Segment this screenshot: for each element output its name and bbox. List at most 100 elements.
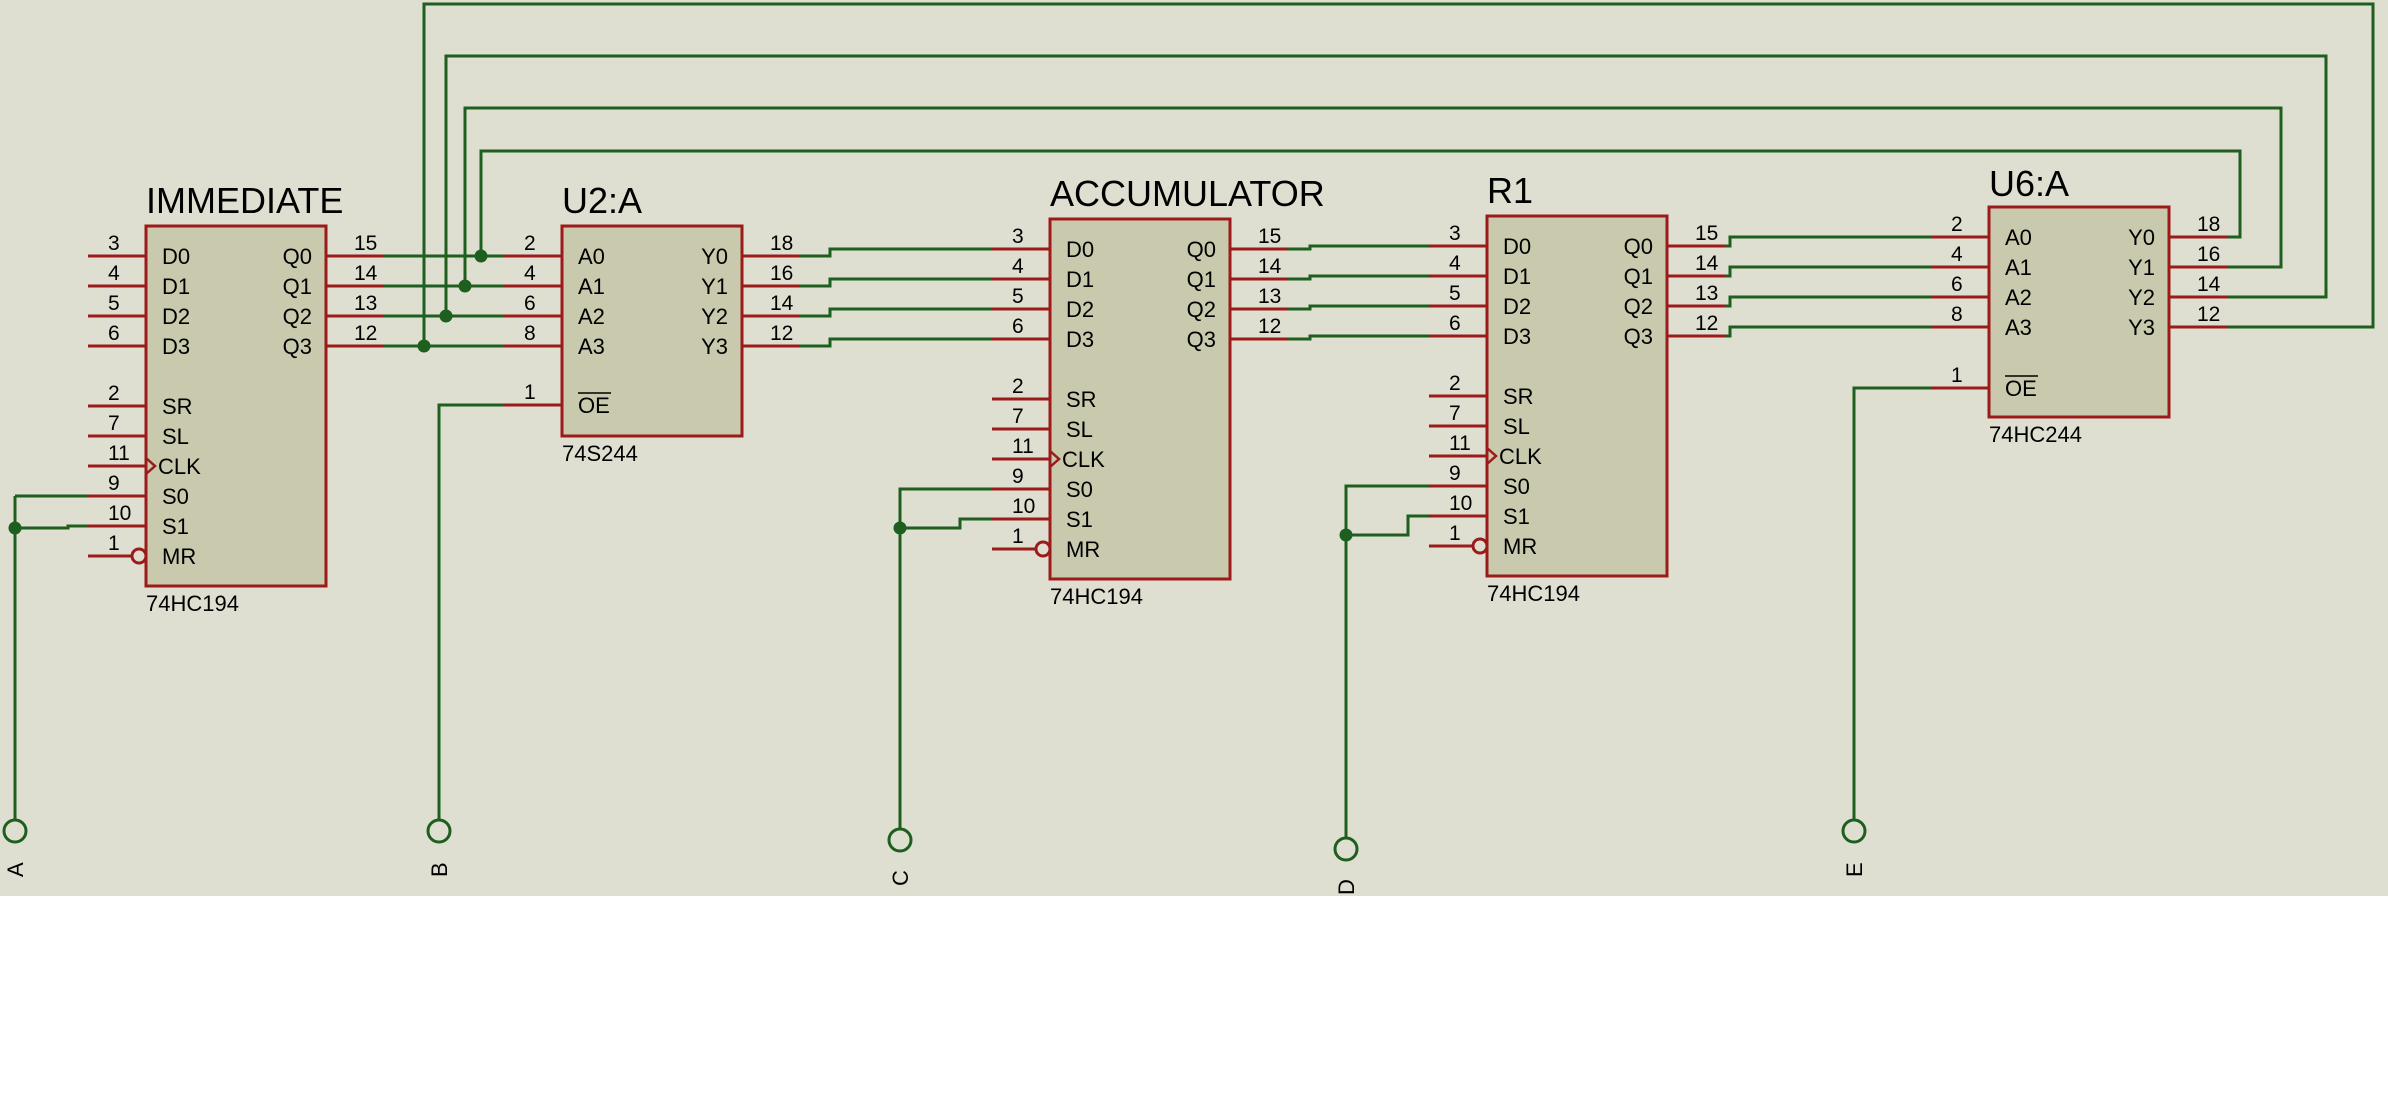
pin-a1: 4A1 (1931, 243, 2032, 280)
pin-label: A3 (2005, 315, 2032, 340)
pin-number: 11 (1012, 435, 1034, 458)
pin-mr: 1MR (88, 532, 196, 569)
terminal-c[interactable]: C (887, 827, 913, 886)
pin-d3: 6D3 (992, 315, 1094, 352)
pin-label: Y3 (2128, 315, 2155, 340)
component-body[interactable] (1048, 217, 1232, 581)
junction-dot (893, 521, 907, 535)
pin-number: 1 (1951, 364, 1963, 387)
pin-d3: 6D3 (88, 322, 190, 359)
component-r1: R13D04D15D26D32SR7SL11CLK9S010S11MR15Q01… (1429, 170, 1725, 606)
pin-number: 1 (1012, 525, 1024, 548)
component-type: 74HC194 (146, 591, 239, 616)
pin-number: 4 (524, 262, 536, 285)
pin-label: S0 (1503, 474, 1530, 499)
pin-label: S1 (1066, 507, 1093, 532)
terminal-circle[interactable] (1333, 836, 1359, 862)
pin-label: CLK (1062, 447, 1105, 472)
component-body[interactable] (560, 224, 744, 438)
data-bus-wire (1725, 325, 1931, 338)
pin-label: A0 (2005, 225, 2032, 250)
component-body[interactable] (1485, 214, 1669, 578)
pin-label: SL (1503, 414, 1530, 439)
feedback-wire (422, 2, 2375, 346)
pin-sr: 2SR (992, 375, 1097, 412)
pin-mr: 1MR (992, 525, 1100, 562)
pin-number: 4 (1449, 252, 1461, 275)
pin-label: S1 (1503, 504, 1530, 529)
pin-label: Y0 (2128, 225, 2155, 250)
junction-dot (1339, 528, 1353, 542)
clock-edge-icon (145, 457, 157, 475)
pin-a3: 8A3 (1931, 303, 2032, 340)
pin-label: Q0 (283, 244, 312, 269)
terminal-b[interactable]: B (426, 818, 452, 877)
pin-label: Q1 (1624, 264, 1653, 289)
pin-d1: 4D1 (88, 262, 190, 299)
pin-number: 18 (770, 232, 793, 255)
pin-label: S0 (1066, 477, 1093, 502)
pin-label: SR (1066, 387, 1097, 412)
terminal-circle[interactable] (2, 818, 28, 844)
terminal-d[interactable]: D (1333, 836, 1359, 895)
terminal-circle[interactable] (887, 827, 913, 853)
pin-a2: 6A2 (504, 292, 605, 329)
pin-label: Q2 (1187, 297, 1216, 322)
component-body[interactable] (144, 224, 328, 588)
pin-label: A1 (2005, 255, 2032, 280)
pin-a3: 8A3 (504, 322, 605, 359)
pin-number: 3 (108, 232, 120, 255)
pin-d0: 3D0 (88, 232, 190, 269)
pin-label: Y1 (701, 274, 728, 299)
pin-number: 1 (524, 381, 536, 404)
control-wire (437, 403, 504, 820)
pin-mr: 1MR (1429, 522, 1537, 559)
pin-label: D3 (1503, 324, 1531, 349)
terminal-circle[interactable] (426, 818, 452, 844)
data-bus-wire (1288, 304, 1429, 311)
data-bus-wire (1288, 274, 1429, 281)
pin-number: 14 (1695, 252, 1719, 275)
pin-label: D0 (1066, 237, 1094, 262)
pin-d0: 3D0 (992, 225, 1094, 262)
terminal-a[interactable]: A (2, 818, 28, 877)
feedback-wire (463, 106, 2283, 286)
pin-label: MR (162, 544, 196, 569)
pin-number: 4 (108, 262, 120, 285)
control-wire (1852, 386, 1931, 820)
pin-label: Y3 (701, 334, 728, 359)
data-bus-wire (1288, 334, 1429, 341)
pin-label: OE (578, 393, 610, 418)
pin-label: Y2 (2128, 285, 2155, 310)
pin-d1: 4D1 (1429, 252, 1531, 289)
pin-sl: 7SL (992, 405, 1093, 442)
pin-number: 1 (108, 532, 120, 555)
pin-oe: 1OE (1931, 364, 2038, 401)
terminal-circle[interactable] (1841, 818, 1867, 844)
clock-edge-icon (1486, 447, 1498, 465)
terminal-e[interactable]: E (1841, 818, 1867, 877)
pin-number: 12 (1695, 312, 1718, 335)
pin-label: CLK (1499, 444, 1542, 469)
pin-label: A1 (578, 274, 605, 299)
component-name: R1 (1487, 170, 1533, 211)
pin-number: 11 (1449, 432, 1471, 455)
pin-label: D1 (1503, 264, 1531, 289)
pin-label: S1 (162, 514, 189, 539)
pin-number: 1 (1449, 522, 1461, 545)
component-u6-a: U6:A2A04A16A28A31OE18Y016Y114Y212Y374HC2… (1931, 163, 2227, 447)
pin-number: 15 (1695, 222, 1718, 245)
pin-number: 6 (524, 292, 536, 315)
component-body[interactable] (1987, 205, 2171, 419)
pin-label: A0 (578, 244, 605, 269)
pin-label: S0 (162, 484, 189, 509)
clock-edge-icon (1049, 450, 1061, 468)
pin-label: OE (2005, 376, 2037, 401)
